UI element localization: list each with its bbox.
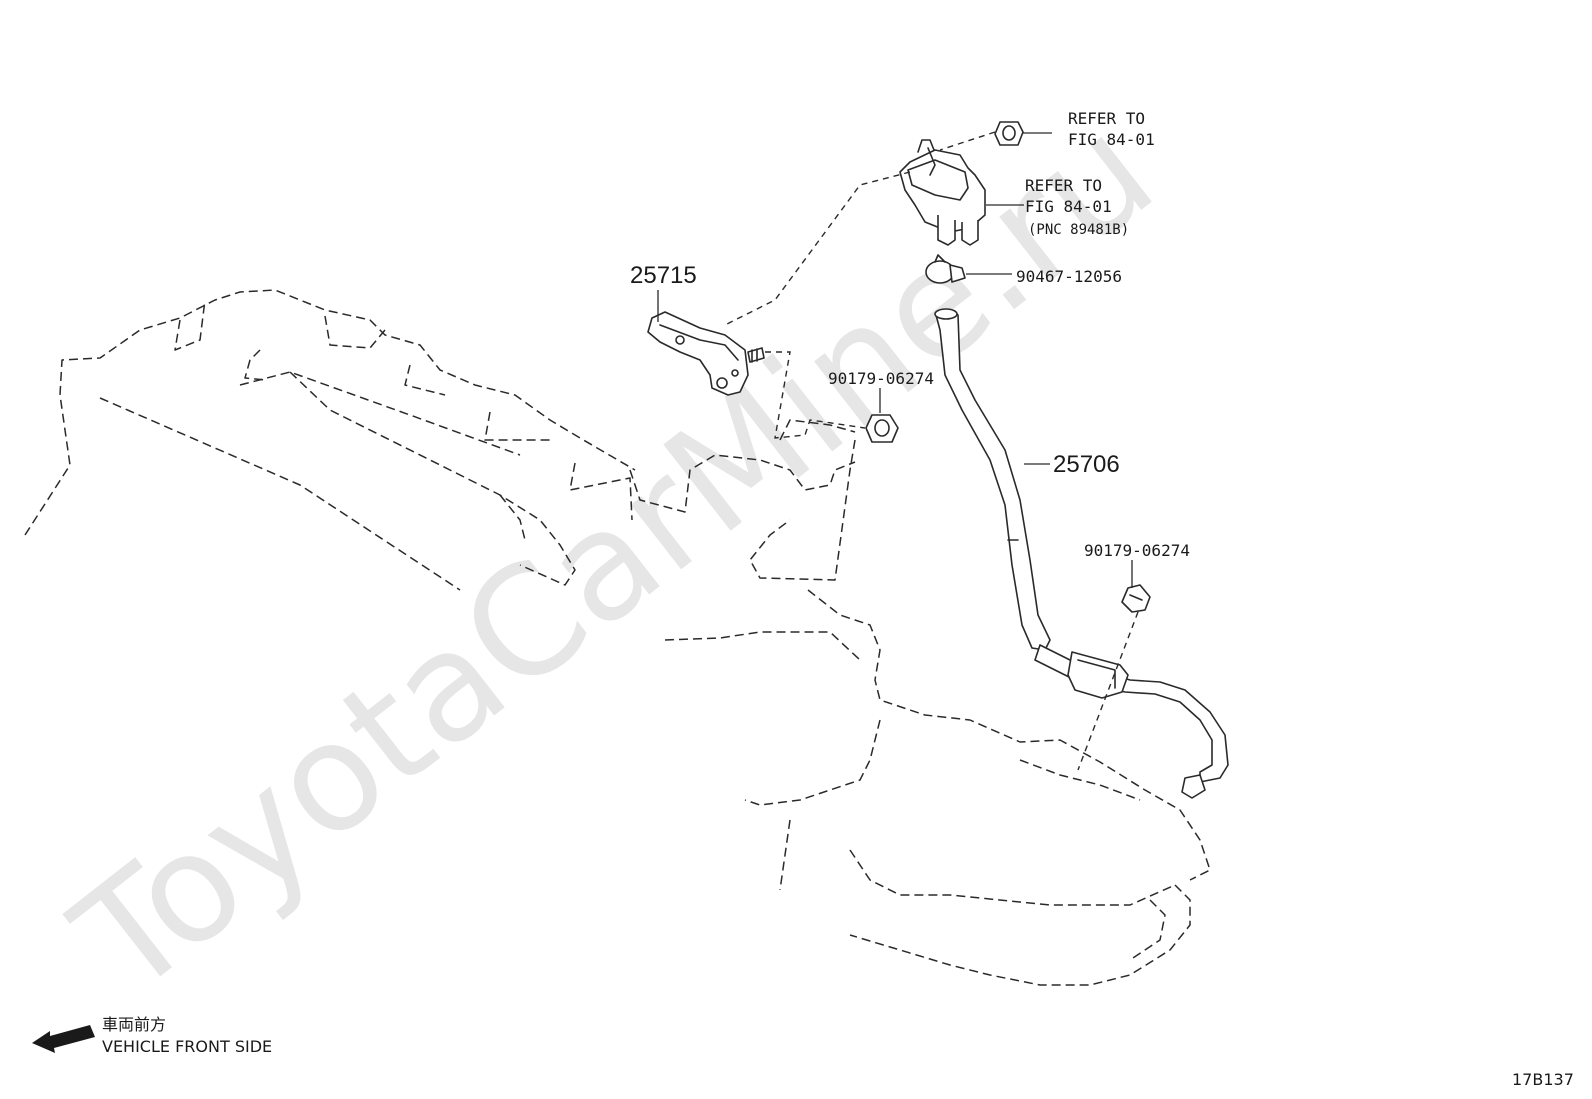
refer-label-1-line1: REFER TO [1068, 109, 1145, 128]
hose-clip [925, 254, 966, 284]
refer-label-2-line3: (PNC 89481B) [1028, 222, 1129, 238]
metal-pipe [1034, 644, 1229, 799]
refer-label-1-line2: FIG 84-01 [1068, 130, 1155, 149]
engine-phantom-outline [24, 289, 1211, 986]
front-direction-label-jp: 車両前方 [102, 1015, 166, 1034]
grommet-lower [1121, 584, 1151, 613]
pressure-sensor [899, 139, 986, 246]
nut-grommet-top [994, 121, 1024, 146]
grommet-upper [865, 414, 899, 443]
refer-label-2-line1: REFER TO [1025, 176, 1102, 195]
part-number-grommet-lower: 90179-06274 [1084, 541, 1190, 560]
refer-label-2-line2: FIG 84-01 [1025, 197, 1112, 216]
vacuum-hose [934, 308, 1051, 651]
leader-lines [657, 132, 1133, 588]
front-direction-label-en: VEHICLE FRONT SIDE [102, 1037, 272, 1056]
part-number-clip: 90467-12056 [1016, 267, 1122, 286]
bracket [647, 311, 765, 396]
assembly-lines [724, 131, 1139, 771]
front-direction-arrow [32, 1025, 95, 1053]
figure-id: 17B137 [1512, 1070, 1574, 1089]
part-number-bracket: 25715 [630, 262, 697, 289]
part-number-grommet-upper: 90179-06274 [828, 369, 934, 388]
part-number-hose: 25706 [1053, 451, 1120, 478]
